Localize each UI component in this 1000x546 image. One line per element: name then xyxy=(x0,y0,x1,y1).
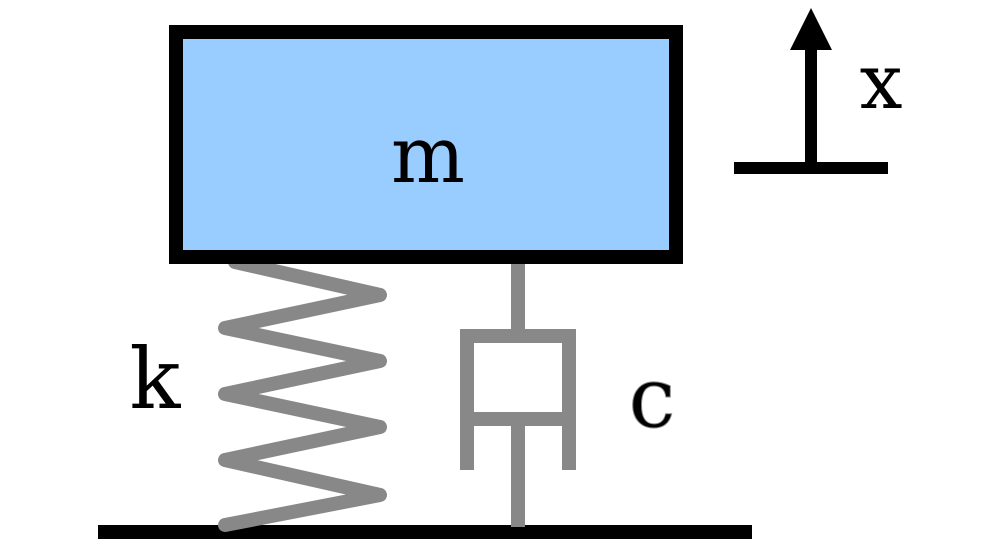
mass-label: m xyxy=(391,111,465,201)
arrow-up-icon xyxy=(790,8,832,50)
spring-coil xyxy=(218,255,387,532)
damper-piston xyxy=(460,329,576,426)
mass-block xyxy=(169,25,683,264)
damper-label: c xyxy=(628,349,675,447)
damper xyxy=(460,262,576,527)
displacement-indicator xyxy=(734,8,888,174)
displacement-label: x xyxy=(860,37,903,126)
spring-label: k xyxy=(130,330,182,428)
